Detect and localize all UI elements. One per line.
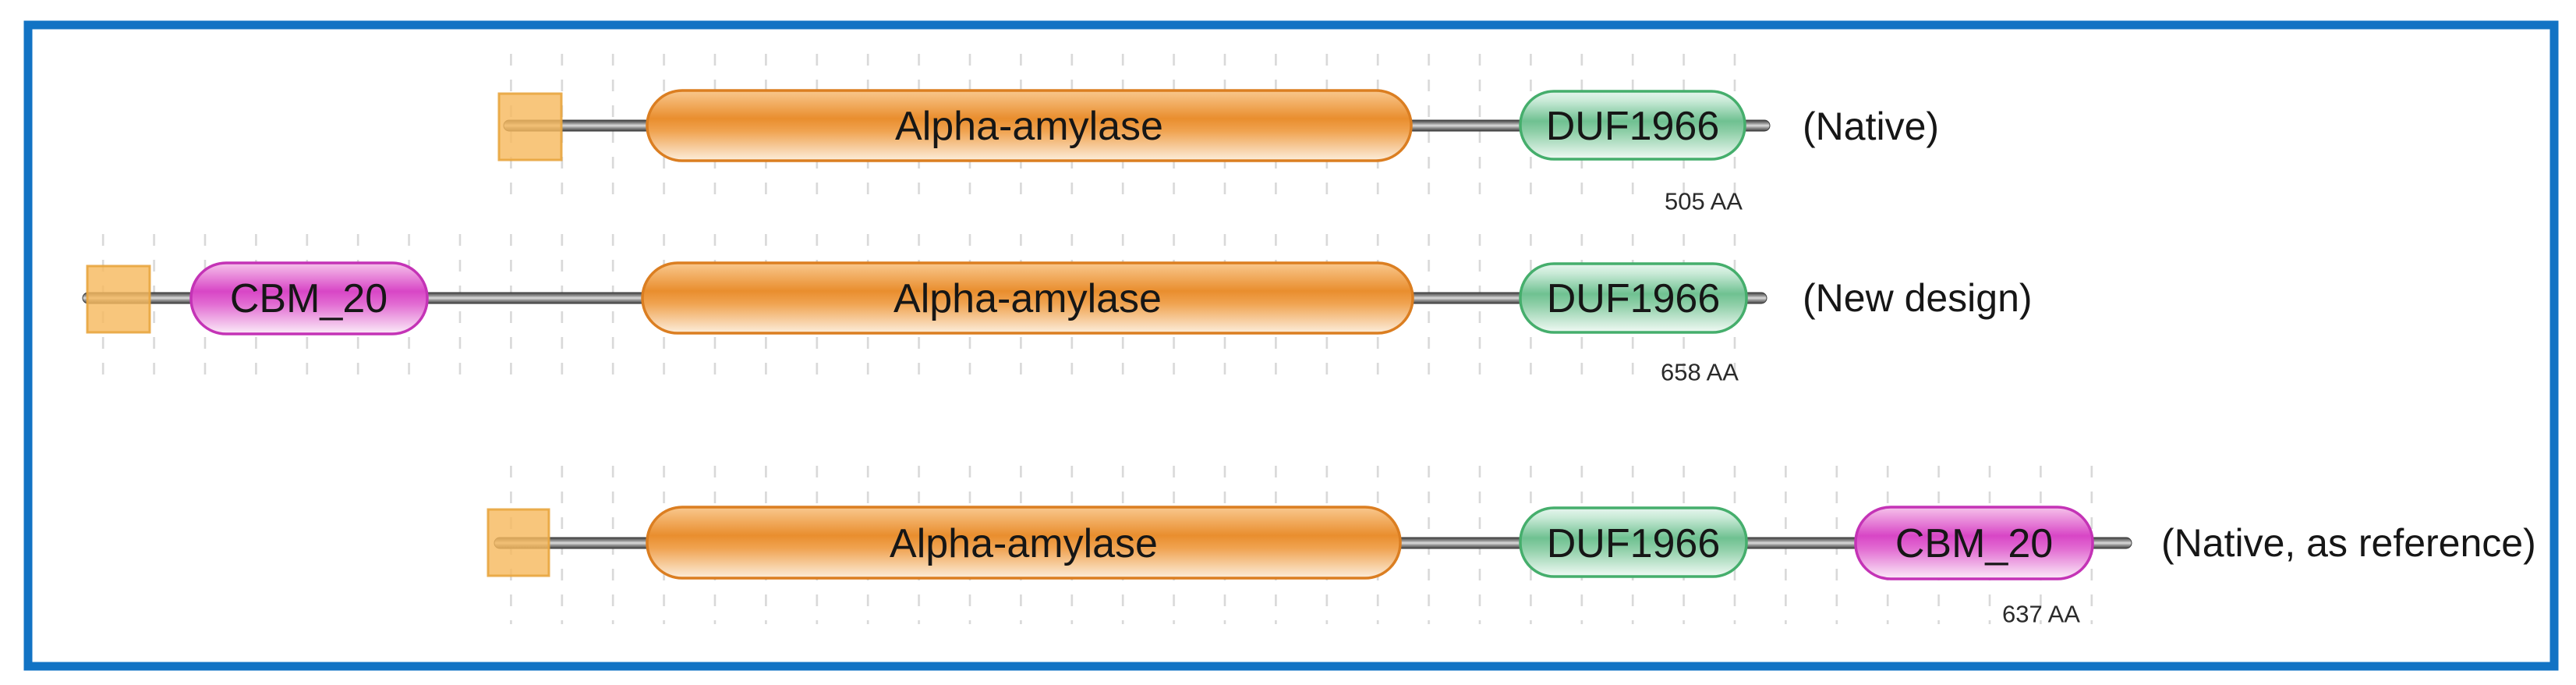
length-label: 505 AA [1665, 188, 1743, 215]
domain-duf1966: DUF1966 [1519, 262, 1748, 334]
domain-label: DUF1966 [1546, 104, 1720, 149]
domain-label: DUF1966 [1547, 521, 1721, 566]
domain-alpha-amylase: Alpha-amylase [641, 261, 1414, 335]
domain-alpha-amylase: Alpha-amylase [646, 89, 1413, 162]
construct-row-native: Alpha-amylase DUF1966 (Native) 505 AA [483, 51, 1939, 215]
domain-label: Alpha-amylase [893, 276, 1162, 321]
signal-peptide-square [497, 92, 563, 161]
construct-tag: (New design) [1803, 276, 2033, 320]
domain-cbm-20: CBM_20 [1854, 506, 2094, 580]
domain-label: CBM_20 [230, 276, 387, 321]
construct-row-new-design: CBM_20 Alpha-amylase DUF1966 (New design… [76, 222, 2033, 386]
domain-duf1966: DUF1966 [1519, 506, 1748, 578]
figure-frame [23, 20, 2559, 671]
length-label: 658 AA [1661, 359, 1739, 386]
domain-label: Alpha-amylase [895, 104, 1163, 149]
domain-alpha-amylase: Alpha-amylase [646, 506, 1402, 580]
construct-tag: (Native, as reference) [2161, 521, 2536, 565]
domain-label: Alpha-amylase [890, 521, 1158, 566]
signal-peptide-square [86, 264, 151, 334]
domain-label: CBM_20 [1895, 521, 2053, 566]
signal-peptide-square [487, 508, 550, 577]
domain-label: DUF1966 [1547, 276, 1721, 321]
construct-tag: (Native) [1803, 105, 1939, 148]
domain-cbm-20: CBM_20 [189, 261, 429, 335]
domain-duf1966: DUF1966 [1519, 90, 1746, 161]
length-label: 637 AA [2002, 601, 2080, 628]
construct-row-native-reference: Alpha-amylase DUF1966 CBM_20 (Native, as… [483, 460, 2536, 628]
